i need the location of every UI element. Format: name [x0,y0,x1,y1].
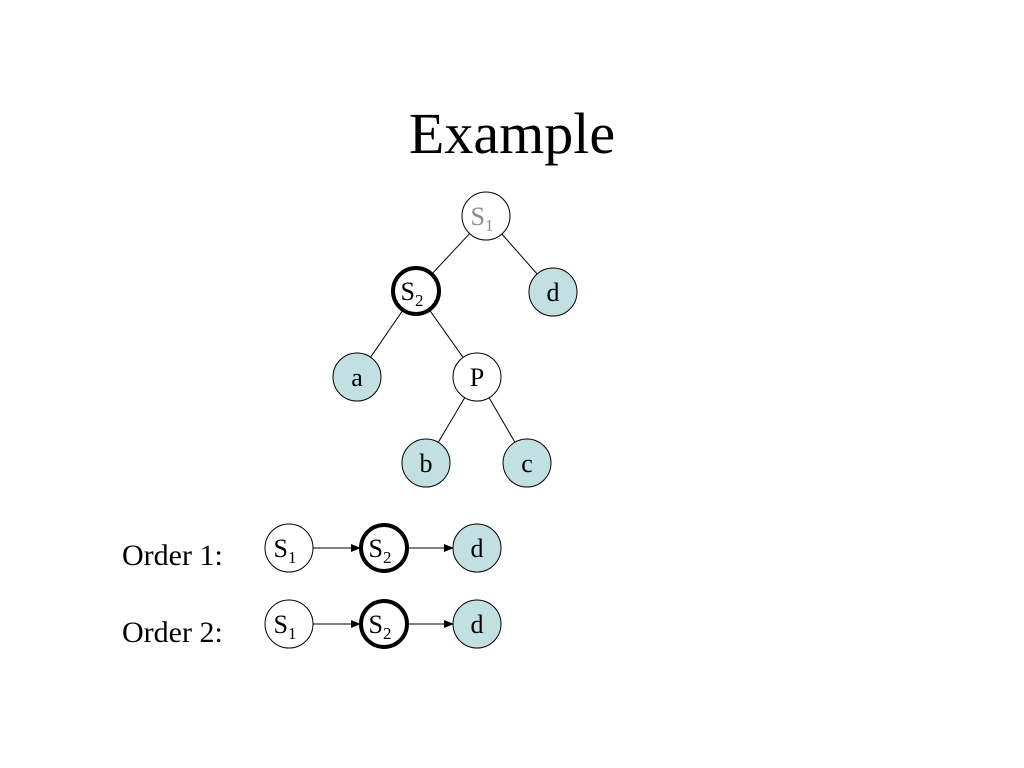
tree-node-s1-label-base: S [471,202,485,231]
tree-node-b-label: b [420,449,433,478]
tree-node-s2: S2 [391,266,441,316]
tree-edge-s2-p [429,310,464,358]
tree-edge-p-b [437,397,466,443]
order-2-node-3-label: d [471,610,484,639]
order-1-node-3: d [452,523,502,573]
tree-node-s2-label-base: S [401,277,415,306]
order-2-node-2-label: S2 [369,610,392,643]
order-2-node-2-label-base: S [369,610,383,639]
tree-node-p: P [452,352,502,402]
tree-node-a-circle [332,352,382,402]
order-1-node-2-circle [359,523,409,573]
tree-edges [370,233,538,443]
order-2-node-3-circle [452,599,502,649]
order-2-node-3: d [452,599,502,649]
tree-node-a: a [332,352,382,402]
tree-node-d-circle [528,267,578,317]
order-2-label: Order 2: [122,616,223,649]
order-2-node-1-circle [264,599,314,649]
tree-node-s1-circle [461,191,511,241]
tree-node-d: d [528,267,578,317]
order-2-node-1-label-subscript: 1 [288,624,297,643]
slide-title: Example [408,101,616,166]
order-1-node-2-label-subscript: 2 [383,548,392,567]
tree-edge-s2-a [370,310,403,358]
tree-edge-s1-d [501,233,538,275]
order-2-node-1: S1 [264,599,314,649]
tree-node-a-label-base: a [351,363,363,392]
order-1-node-2-label-base: S [369,534,383,563]
order-2-node-2-label-subscript: 2 [383,624,392,643]
tree-node-s1-label-subscript: 1 [485,216,494,235]
tree-edge-s1-s2 [432,233,470,274]
tree-node-c-label-base: c [521,449,533,478]
tree-node-d-label-base: d [547,278,560,307]
order-1-node-1-label-base: S [274,534,288,563]
tree-node-b-circle [401,438,451,488]
order-2-node-1-label: S1 [274,610,297,643]
tree-node-d-label: d [547,278,560,307]
tree-node-p-label-base: P [470,363,484,392]
tree-node-c-circle [502,438,552,488]
tree-node-s2-label-subscript: 2 [415,291,424,310]
order-1-node-1: S1 [264,523,314,573]
tree-node-s1-label: S1 [471,202,494,235]
order-1-node-3-circle [452,523,502,573]
order-arrows [313,544,454,628]
order-1-label: Order 1: [122,539,223,572]
tree-node-a-label: a [351,363,363,392]
order-2-node-1-label-base: S [274,610,288,639]
order-2-node-2-circle [359,599,409,649]
order-1-node-1-label-subscript: 1 [288,548,297,567]
tree-node-b-label-base: b [420,449,433,478]
tree-edge-p-c [488,397,516,443]
tree-node-s2-label: S2 [401,277,424,310]
tree-node-c: c [502,438,552,488]
order-1-node-3-label: d [471,534,484,563]
order-1-node-1-label: S1 [274,534,297,567]
order-1-node-2: S2 [359,523,409,573]
tree-node-s1: S1 [461,191,511,241]
tree-node-p-circle [452,352,502,402]
order-1-node-3-label-base: d [471,534,484,563]
tree-node-b: b [401,438,451,488]
order-1-node-1-circle [264,523,314,573]
order-2-node-3-label-base: d [471,610,484,639]
tree-node-s2-circle [391,266,441,316]
tree-node-c-label: c [521,449,533,478]
tree-node-p-label: P [470,363,484,392]
order-1-node-2-label: S2 [369,534,392,567]
order-2-node-2: S2 [359,599,409,649]
